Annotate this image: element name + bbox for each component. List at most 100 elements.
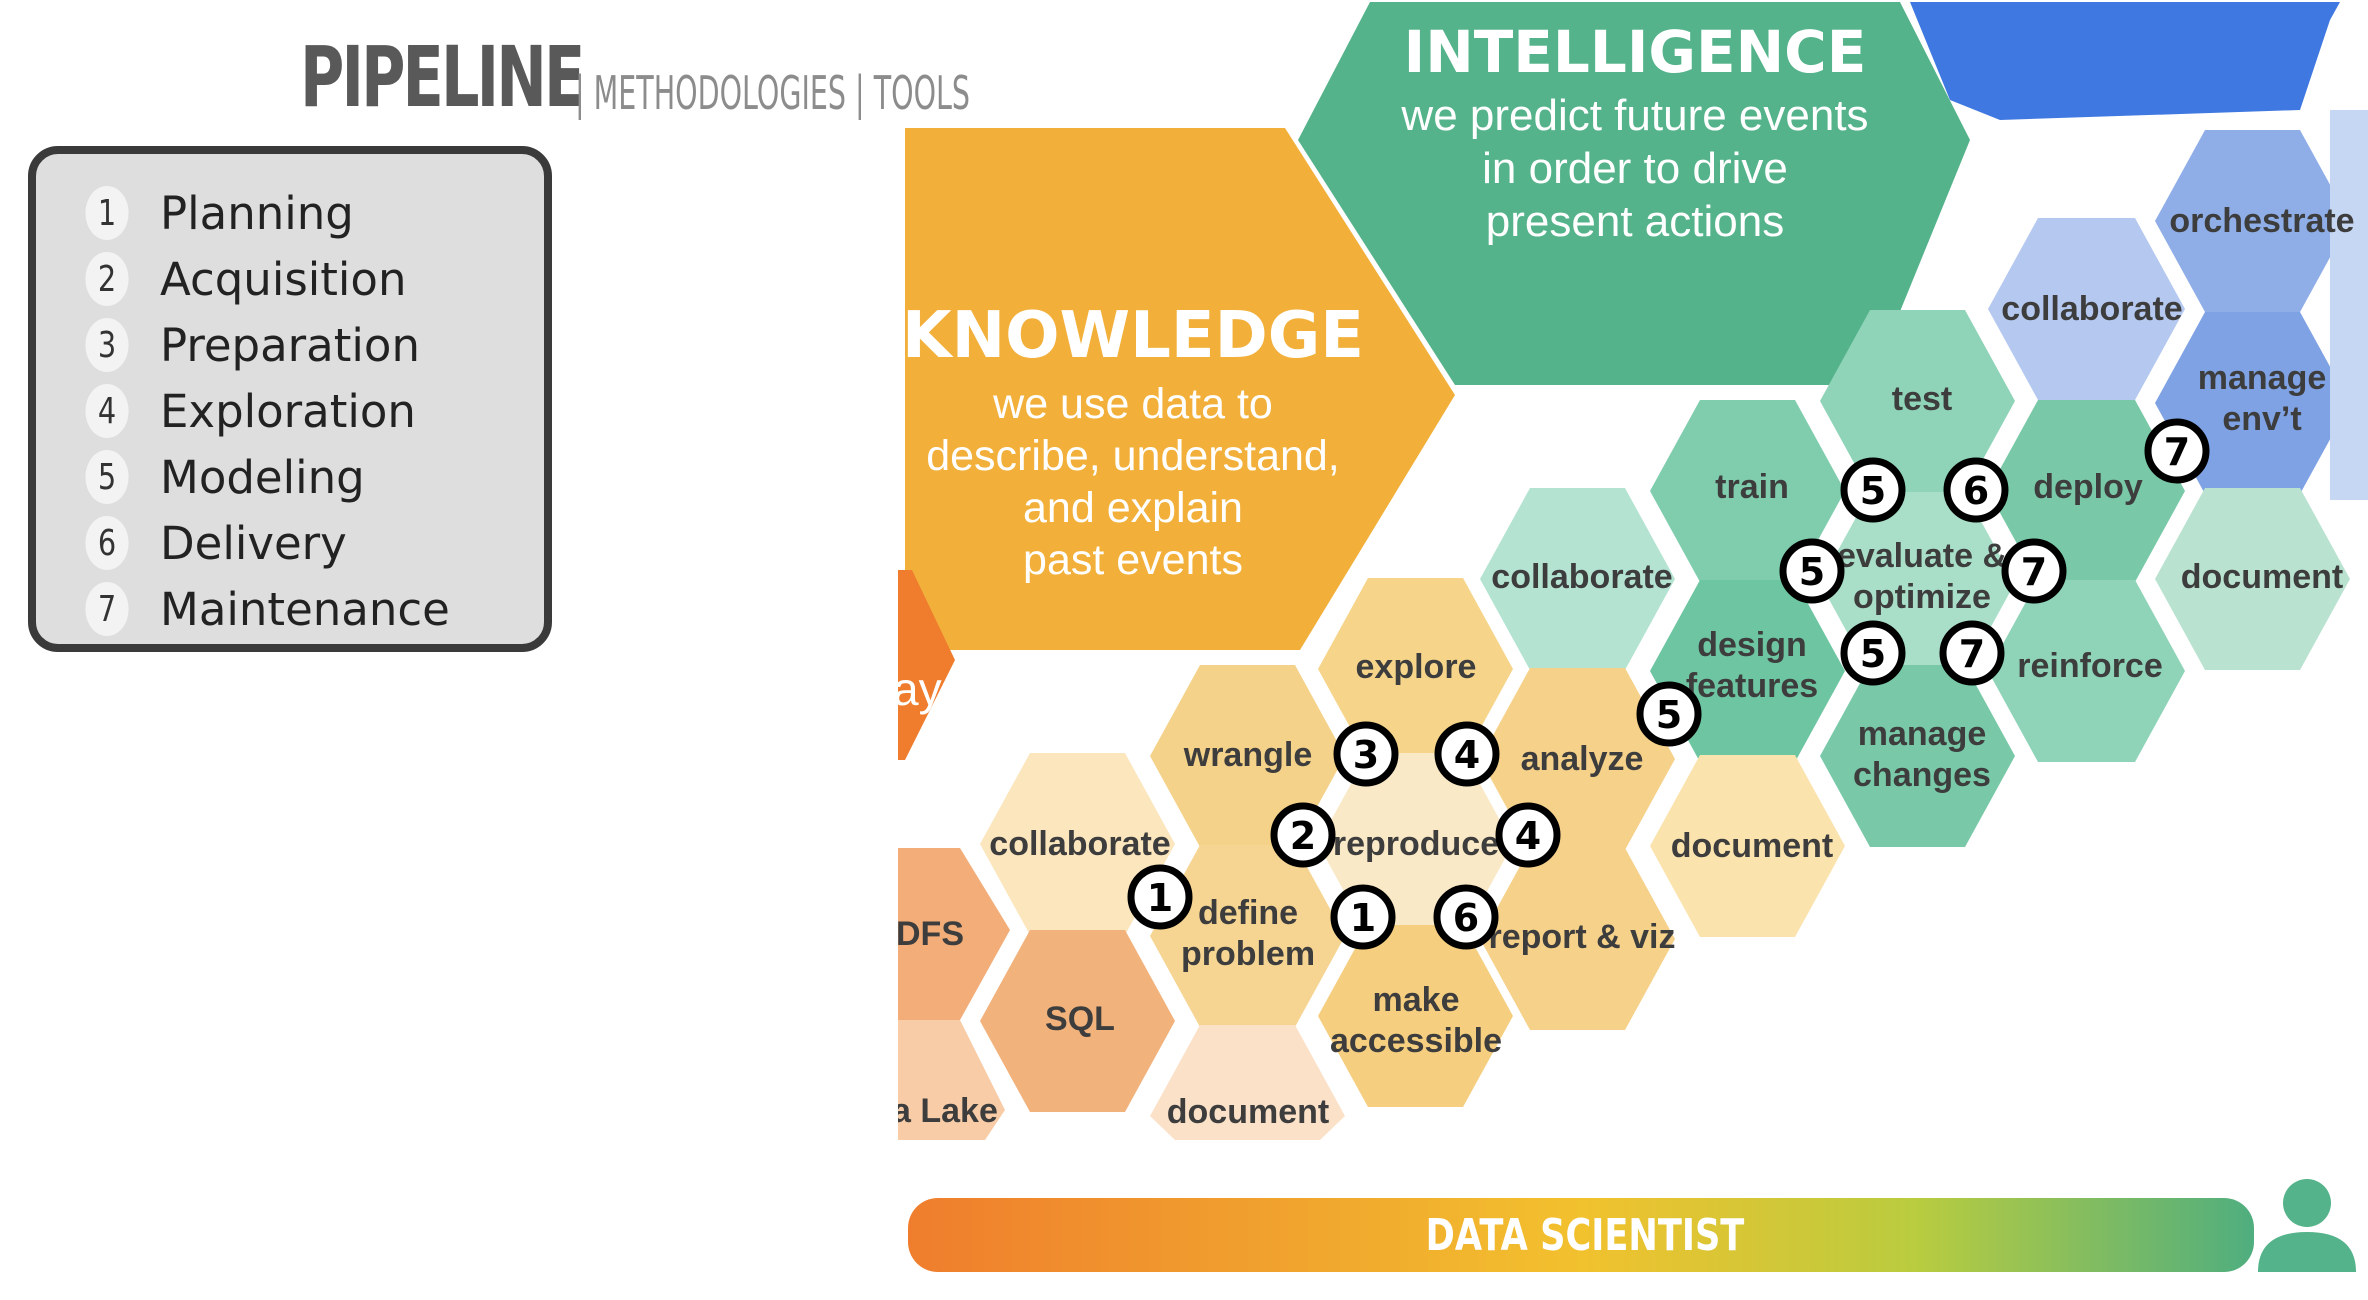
label-analyze: analyze — [1521, 740, 1644, 778]
svg-text:6: 6 — [1963, 469, 1989, 513]
legend-number: 4 — [85, 384, 129, 438]
label-collaborate-blue: collaborate — [2001, 290, 2182, 328]
intelligence-desc-line2: in order to drive — [1482, 144, 1788, 193]
orange-edge-hex — [898, 570, 955, 760]
label-manage-env-line1: manage — [2198, 359, 2327, 397]
legend-label: Planning — [160, 186, 354, 240]
label-reproduce: reproduce — [1333, 825, 1499, 863]
legend-label: Acquisition — [160, 252, 407, 306]
badge-report-6: 6 — [1433, 884, 1499, 950]
legend-number: 1 — [85, 186, 129, 240]
badge-deploy-7: 7 — [2144, 418, 2210, 484]
legend-label: Modeling — [160, 450, 365, 504]
label-reinforce: reinforce — [2017, 647, 2163, 685]
label-document-right: document — [2181, 558, 2343, 596]
label-document-mid: document — [1671, 827, 1833, 865]
label-train: train — [1715, 468, 1789, 506]
svg-text:6: 6 — [1453, 896, 1479, 940]
legend-item-preparation: 3 Preparation — [80, 312, 544, 378]
intelligence-title: INTELLIGENCE — [1404, 18, 1867, 86]
hex-report-viz — [1480, 848, 1675, 1030]
legend-item-exploration: 4 Exploration — [80, 378, 544, 444]
hex-collaborate-yellow — [980, 753, 1175, 935]
fragment-lake: a Lake — [892, 1092, 998, 1130]
badge-reinforce-7: 7 — [1939, 620, 2005, 686]
badge-make-1: 1 — [1330, 884, 1396, 950]
hex-lake — [898, 1020, 1005, 1140]
svg-text:5: 5 — [1860, 469, 1886, 513]
hex-orchestrate — [2155, 130, 2350, 312]
label-collaborate-yellow: collaborate — [989, 825, 1170, 863]
knowledge-title: KNOWLEDGE — [902, 299, 1364, 373]
badge-deploy-6: 6 — [1943, 457, 2009, 523]
legend-label: Preparation — [160, 318, 420, 372]
badge-evaluate-7: 7 — [2001, 538, 2067, 604]
label-test: test — [1892, 380, 1952, 418]
fragment-dfs: DFS — [896, 915, 964, 953]
badge-train-5: 5 — [1840, 457, 1906, 523]
svg-text:7: 7 — [2164, 430, 2190, 474]
hex-document-right — [2155, 488, 2350, 670]
hex-collaborate-teal — [1480, 488, 1675, 670]
badge-wrangle-3: 3 — [1333, 721, 1399, 787]
legend-item-planning: 1 Planning — [80, 180, 544, 246]
person-icon — [2258, 1179, 2356, 1272]
label-collaborate-teal: collaborate — [1491, 558, 1672, 596]
label-make-line2: accessible — [1330, 1022, 1502, 1060]
blue-top-hex — [1910, 2, 2340, 120]
hex-explore — [1318, 578, 1513, 760]
legend-item-maintenance: 7 Maintenance — [80, 576, 544, 642]
svg-text:5: 5 — [1656, 693, 1682, 737]
hex-blue-edge — [2330, 110, 2368, 500]
hex-test — [1820, 310, 2015, 492]
legend-label: Exploration — [160, 384, 416, 438]
knowledge-hex — [905, 128, 1455, 650]
pipeline-legend: 1 Planning 2 Acquisition 3 Preparation 4… — [28, 146, 552, 652]
label-evaluate-line1: evaluate & — [1837, 537, 2007, 575]
svg-text:3: 3 — [1353, 733, 1379, 777]
badge-analyze-4: 4 — [1434, 721, 1500, 787]
hex-wrangle — [1150, 665, 1345, 847]
legend-item-modeling: 5 Modeling — [80, 444, 544, 510]
svg-text:7: 7 — [2021, 550, 2047, 594]
label-design-line1: design — [1697, 626, 1807, 664]
hex-make-accessible — [1318, 925, 1513, 1107]
intelligence-desc-line3: present actions — [1486, 197, 1784, 246]
svg-text:1: 1 — [1147, 876, 1173, 920]
badge-reproduce-4: 4 — [1495, 802, 1561, 868]
legend-number: 2 — [85, 252, 129, 306]
label-report-viz: report & viz — [1488, 918, 1675, 956]
label-explore: explore — [1356, 648, 1477, 686]
label-orchestrate: orchestrate — [2169, 202, 2354, 240]
hex-train — [1650, 400, 1845, 582]
svg-text:1: 1 — [1350, 896, 1376, 940]
svg-text:5: 5 — [1860, 632, 1886, 676]
hex-collaborate-blue — [1988, 218, 2185, 400]
badge-analyze-5: 5 — [1636, 681, 1702, 747]
legend-item-delivery: 6 Delivery — [80, 510, 544, 576]
hex-document-mid — [1650, 755, 1845, 937]
svg-text:2: 2 — [1290, 814, 1316, 858]
data-scientist-bar — [908, 1198, 2254, 1272]
label-make-line1: make — [1373, 981, 1460, 1019]
label-deploy: deploy — [2033, 468, 2143, 506]
badge-define-1: 1 — [1127, 864, 1193, 930]
hex-document-bottom — [1150, 1025, 1345, 1140]
intelligence-hex — [1298, 2, 1970, 385]
label-manage-env-line2: env’t — [2222, 400, 2301, 438]
label-evaluate-line2: optimize — [1853, 578, 1991, 616]
page-title: PIPELINE — [300, 28, 585, 126]
legend-item-acquisition: 2 Acquisition — [80, 246, 544, 312]
hex-reinforce — [1988, 580, 2185, 762]
svg-text:5: 5 — [1799, 550, 1825, 594]
svg-text:4: 4 — [1515, 814, 1541, 858]
legend-label: Maintenance — [160, 582, 450, 636]
label-manage-changes-line1: manage — [1858, 715, 1987, 753]
label-design-line2: features — [1686, 667, 1818, 705]
label-document-bottom: document — [1167, 1093, 1329, 1131]
label-define-line2: problem — [1181, 935, 1315, 973]
knowledge-desc-line1: we use data to — [992, 380, 1273, 428]
hex-deploy — [1988, 400, 2185, 582]
legend-label: Delivery — [160, 516, 347, 570]
label-manage-changes-line2: changes — [1853, 756, 1991, 794]
